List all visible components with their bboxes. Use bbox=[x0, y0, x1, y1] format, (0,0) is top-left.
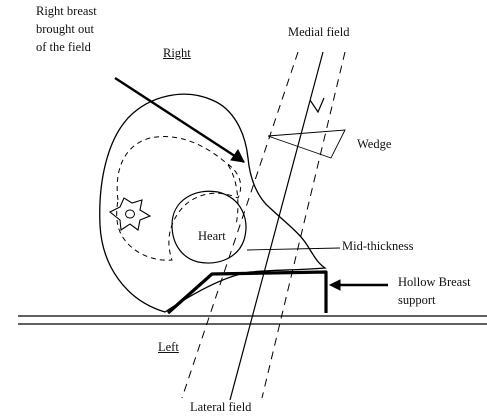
lateral-field-label: Lateral field bbox=[190, 400, 251, 415]
hollow-support-label-line2: support bbox=[398, 293, 436, 308]
support-arrowhead bbox=[330, 280, 340, 290]
wedge-shape bbox=[268, 130, 345, 158]
right-breast-label-line2: brought out bbox=[36, 22, 94, 37]
left-side-label: Left bbox=[158, 340, 179, 355]
beam-edge-right bbox=[262, 52, 345, 398]
hollow-support-label-line1: Hollow Breast bbox=[398, 275, 471, 290]
right-side-label: Right bbox=[163, 46, 191, 61]
central-axis bbox=[230, 52, 323, 400]
mid-thickness-label: Mid-thickness bbox=[342, 239, 414, 254]
wedge-label: Wedge bbox=[357, 137, 391, 152]
right-breast-label-line3: of the field bbox=[36, 40, 91, 55]
hollow-support bbox=[168, 272, 326, 313]
medial-field-label: Medial field bbox=[288, 25, 349, 40]
vertebra-canal bbox=[126, 210, 135, 218]
vertebra bbox=[110, 198, 150, 230]
heart-outline bbox=[172, 191, 246, 263]
right-breast-label-line1: Right breast bbox=[36, 4, 97, 19]
central-axis-arrowhead bbox=[310, 98, 324, 112]
beam-edge-left bbox=[182, 52, 298, 398]
right-breast-arrow bbox=[115, 78, 244, 162]
mid-thickness-line bbox=[247, 248, 340, 250]
heart-label: Heart bbox=[198, 229, 226, 244]
